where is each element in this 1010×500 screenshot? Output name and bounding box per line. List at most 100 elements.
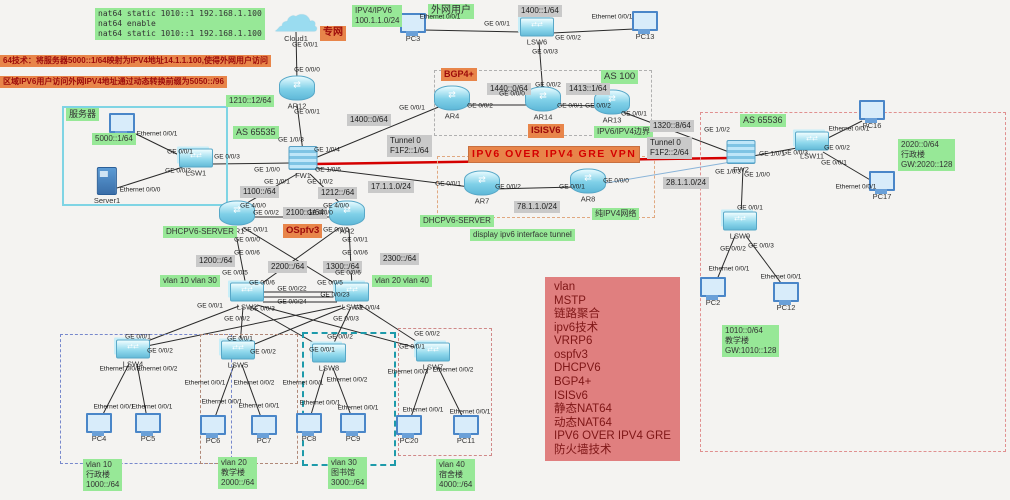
link-fw1-ar7 [315,167,471,188]
device-pc12[interactable]: PC12 [773,282,799,312]
port-label: GE 0/0/2 [720,245,746,253]
annotation-gray-35: 1300::/64 [323,261,363,273]
device-lsw9[interactable]: LSW9 [723,211,757,241]
port-label: GE 0/0/5 [317,279,343,287]
annotation-gray-19: Tunnel 0 F1F2::1/64 [387,135,432,157]
device-lsw1[interactable]: LSW1 [179,148,213,178]
port-label: Ethernet 0/0/1 [282,379,324,387]
link-lsw7-pc11 [437,366,465,421]
link-fw1-ar4 [314,105,442,159]
annotation-green-8: IPV4/IPV6 100.1.1.0/24 [352,5,403,27]
port-label: GE 0/0/2 [555,34,581,42]
device-ar2[interactable]: AR2 [329,200,365,236]
annotation-green-25: 纯IPV4网络 [592,208,640,220]
device-label: PC11 [456,436,476,445]
link-lsw5-pc7 [241,364,263,421]
device-ar14[interactable]: AR14 [525,86,561,122]
port-label: GE 0/0/0 [234,236,260,244]
port-label: Ethernet 0/0/0 [119,186,161,194]
device-ar13[interactable]: AR13 [594,89,630,125]
port-label: GE 0/0/1 [309,346,335,354]
annotation-gray-14: 1413::1/64 [566,83,610,95]
switch-icon [221,340,255,360]
device-ar7[interactable]: AR7 [464,170,500,206]
device-lsw8[interactable]: LSW8 [312,343,346,373]
router-icon [525,86,561,112]
pc-icon [632,11,658,34]
device-label: PC17 [872,192,892,201]
device-lsw5[interactable]: LSW5 [221,340,255,370]
device-server1[interactable]: Server1 [94,167,120,205]
link-ar12-fw1 [296,103,304,153]
annotation-orange-1: 64技术：将服务器5000::1/64映射为IPV4地址14.1.1.100,使… [0,55,271,67]
device-ar12[interactable]: AR12 [279,75,315,111]
annotation-green-31: DHCPV6-SERVER [420,215,494,227]
annotation-green-39: AS 65536 [740,114,786,128]
link-lsw2-lsw4 [136,305,240,346]
device-lsw2[interactable]: LSW2 [230,282,264,312]
annotation-orange-32: OSpfv3 [283,224,323,238]
annotation-gray-29: 2100::1/64 [283,207,327,219]
port-label: GE 0/0/0 [499,90,525,98]
annotation-legendbox-46: vlan MSTP 链路聚合 ipv6技术 VRRP6 ospfv3 DHCPV… [545,277,680,462]
port-label: GE 1/0/1 [759,150,785,158]
switch-icon [520,17,554,37]
device-fw2[interactable]: FW2 [726,140,756,174]
port-label: GE 0/0/5 [222,269,248,277]
device-pc13[interactable]: PC13 [632,11,658,41]
pc-icon [251,415,277,438]
link-lsw6-ar14 [538,41,544,94]
device-lsw3[interactable]: LSW3 [335,282,369,312]
device-pc6[interactable]: PC6 [200,415,226,445]
device-label: PC9 [345,434,361,443]
port-label: GE 1/0/2 [704,126,730,134]
device-pc7[interactable]: PC7 [251,415,277,445]
device-pc4[interactable]: PC4 [86,413,112,443]
device-pc9[interactable]: PC9 [340,413,366,443]
device-pc20[interactable]: PC20 [396,415,422,445]
annotation-gray-27: 1100::/64 [240,186,279,198]
annotation-gray-36: 2300::/64 [380,253,420,265]
port-label: Ethernet 0/0/3 [99,365,141,373]
device-ar1[interactable]: AR1 [219,200,255,236]
device-pc17[interactable]: PC17 [869,171,895,201]
annotation-green-42: vlan 10 行政楼 1000::/64 [83,459,123,491]
pc-icon [340,413,366,436]
pc-icon [859,100,885,123]
device-pc16[interactable]: PC16 [859,100,885,130]
device-label: PC13 [635,32,655,41]
device-label: LSW7 [422,362,444,372]
device-ar4[interactable]: AR4 [434,85,470,121]
port-label: GE 1/0/0 [254,166,280,174]
router-icon [434,85,470,111]
device-ar8[interactable]: AR8 [570,168,606,204]
device-label: LSW1 [185,168,207,178]
device-label: PC6 [205,436,221,445]
link-ar2-lsw2 [253,227,340,290]
device-lsw4[interactable]: LSW4 [116,339,150,369]
device-pc5[interactable]: PC5 [135,413,161,443]
link-lsw3-lsw8 [330,306,352,350]
port-label: Ethernet 0/0/1 [201,398,243,406]
device-label: FW2 [733,165,749,174]
link-lsw6-pc13 [551,28,635,34]
link-pc3-lsw6 [423,29,523,33]
port-label: GE 0/0/1 [242,226,268,234]
device-lsw11[interactable]: LSW11 [795,131,829,161]
device-lsw7[interactable]: LSW7 [416,342,450,372]
pc-icon [109,113,135,136]
device-pc11[interactable]: PC11 [453,415,479,445]
device-cloud1[interactable]: ☁Cloud1 [269,0,323,43]
port-label: GE 0/0/2 [327,333,353,341]
port-label: Ethernet 0/0/1 [591,13,633,21]
device-pc2[interactable]: PC2 [700,277,726,307]
port-label: GE 0/0/2 [495,183,521,191]
device-label: AR7 [474,196,490,206]
port-label: Ethernet 0/0/1 [131,403,173,411]
device-pc8[interactable]: PC8 [296,413,322,443]
device-lsw6[interactable]: LSW6 [520,17,554,47]
annotation-green-7: 5000::1/64 [92,133,136,145]
annotation-orange-11: BGP4+ [441,68,477,82]
device-fw1[interactable]: FW1 [288,146,318,180]
